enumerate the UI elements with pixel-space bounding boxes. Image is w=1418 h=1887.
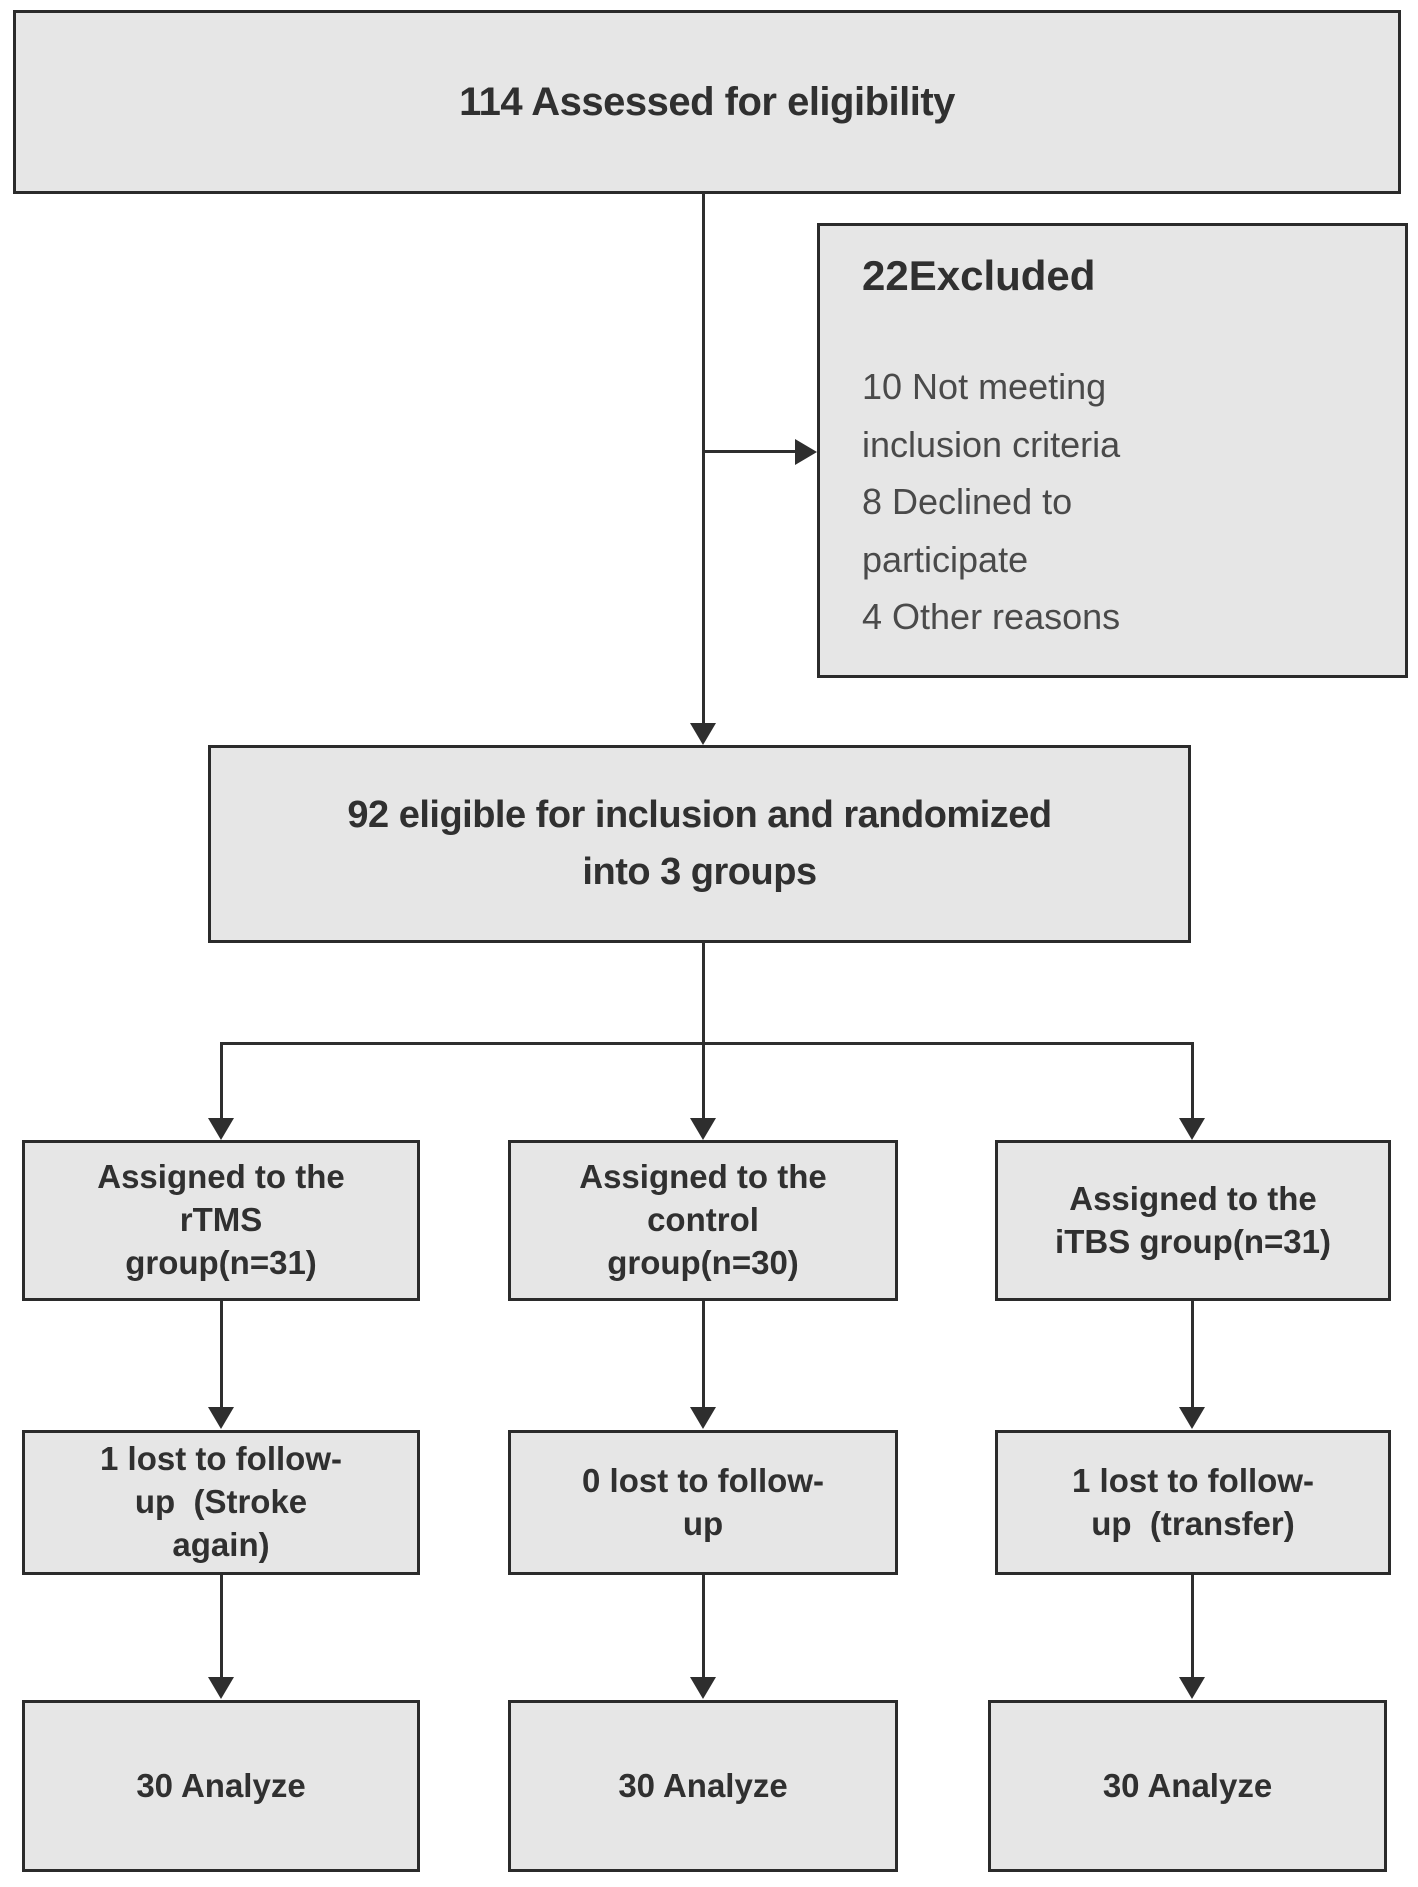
randomized-line: 92 eligible for inclusion and randomized (347, 794, 1052, 836)
connector-control-to-lost (702, 1301, 705, 1407)
assigned-line: rTMS (179, 1201, 263, 1239)
box-assigned-control: Assigned to the control group(n=30) (508, 1140, 898, 1301)
box-analyze-control: 30 Analyze (508, 1700, 898, 1872)
connector-itbs-to-lost (1191, 1301, 1194, 1407)
assigned-line: Assigned to the (579, 1158, 827, 1196)
box-analyze-itbs: 30 Analyze (988, 1700, 1387, 1872)
box-lost-rtms: 1 lost to follow- up (Stroke again) (22, 1430, 420, 1575)
connector-drop-left (220, 1042, 223, 1118)
assigned-line: group(n=30) (607, 1243, 799, 1281)
excluded-reason-line: inclusion criteria (862, 423, 1121, 465)
assigned-line: iTBS group(n=31) (1055, 1222, 1331, 1260)
assessed-text: 114 Assessed for eligibility (459, 79, 955, 124)
box-lost-control: 0 lost to follow- up (508, 1430, 898, 1575)
assigned-line: Assigned to the (97, 1158, 345, 1196)
box-randomized: 92 eligible for inclusion and randomized… (208, 745, 1191, 943)
box-lost-itbs: 1 lost to follow- up (transfer) (995, 1430, 1391, 1575)
excluded-heading: 22Excluded (862, 252, 1096, 299)
lost-line: up (transfer) (1091, 1504, 1295, 1542)
arrowhead-into-control-analyze (690, 1677, 716, 1699)
box-analyze-rtms: 30 Analyze (22, 1700, 420, 1872)
connector-top-to-randomized (702, 193, 705, 725)
connector-to-excluded (702, 450, 797, 453)
box-assigned-rtms: Assigned to the rTMS group(n=31) (22, 1140, 420, 1301)
connector-rtms-to-analyze (220, 1575, 223, 1677)
arrowhead-into-itbs-lost (1179, 1407, 1205, 1429)
assigned-line: group(n=31) (125, 1243, 317, 1281)
lost-line: up (Stroke (134, 1483, 308, 1521)
connector-drop-middle (702, 1042, 705, 1118)
assigned-line: Assigned to the (1069, 1179, 1317, 1217)
lost-line: 1 lost to follow- (1072, 1461, 1314, 1499)
lost-line: up (682, 1504, 724, 1542)
connector-drop-right (1191, 1042, 1194, 1118)
connector-randomized-drop (702, 941, 705, 1045)
box-excluded: 22Excluded 10 Not meeting inclusion crit… (817, 223, 1408, 678)
arrowhead-into-randomized (690, 723, 716, 745)
connector-itbs-to-analyze (1191, 1575, 1194, 1677)
lost-line: 1 lost to follow- (100, 1440, 342, 1478)
arrowhead-into-rtms-lost (208, 1407, 234, 1429)
analyze-text: 30 Analyze (136, 1766, 306, 1804)
randomized-line: into 3 groups (582, 851, 817, 893)
arrowhead-into-excluded (795, 439, 817, 465)
excluded-reason-line: participate (862, 538, 1029, 580)
analyze-text: 30 Analyze (1102, 1766, 1273, 1804)
box-assigned-itbs: Assigned to the iTBS group(n=31) (995, 1140, 1391, 1301)
excluded-reasons-list: 10 Not meeting inclusion criteria 8 Decl… (862, 358, 1120, 646)
excluded-reason-line: 4 Other reasons (862, 596, 1121, 638)
connector-control-to-analyze (702, 1575, 705, 1677)
assigned-line: control (647, 1201, 759, 1239)
excluded-reason-line: 10 Not meeting (862, 366, 1107, 407)
arrowhead-into-rtms-analyze (208, 1677, 234, 1699)
analyze-text: 30 Analyze (618, 1766, 788, 1804)
connector-distributor (220, 1042, 1194, 1045)
lost-line: again) (172, 1525, 270, 1563)
arrowhead-into-rtms-group (208, 1118, 234, 1140)
arrowhead-into-control-group (690, 1118, 716, 1140)
excluded-reason-line: 8 Declined to (862, 481, 1073, 523)
lost-line: 0 lost to follow- (582, 1461, 824, 1499)
connector-rtms-to-lost (220, 1301, 223, 1407)
box-assessed-for-eligibility: 114 Assessed for eligibility (13, 10, 1401, 194)
arrowhead-into-itbs-group (1179, 1118, 1205, 1140)
arrowhead-into-control-lost (690, 1407, 716, 1429)
arrowhead-into-itbs-analyze (1179, 1677, 1205, 1699)
